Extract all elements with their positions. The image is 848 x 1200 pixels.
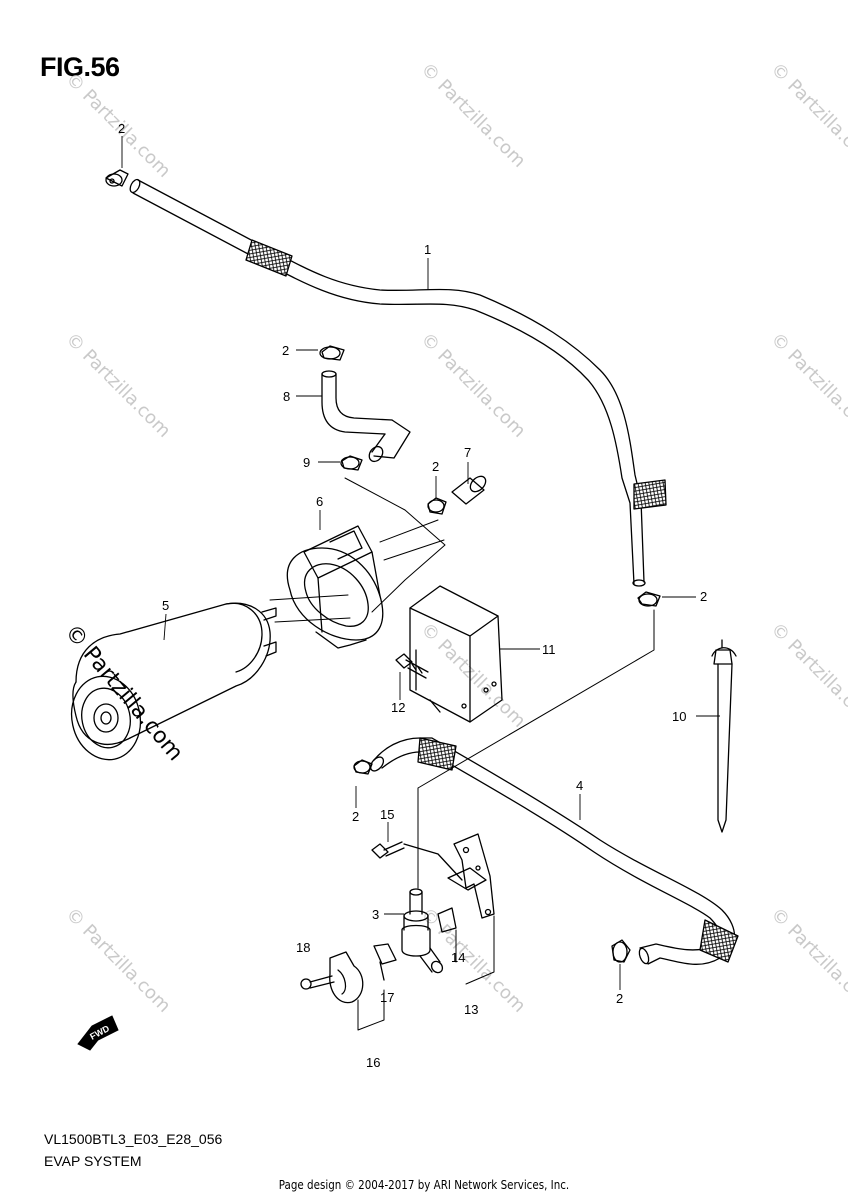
watermark: © Partzilla.com bbox=[61, 329, 174, 442]
watermark-group: © Partzilla.com © Partzilla.com © Partzi… bbox=[59, 59, 848, 1017]
cover-part-11 bbox=[409, 585, 503, 723]
leader-line bbox=[357, 989, 385, 1031]
bracket-part-6 bbox=[286, 525, 384, 649]
screw-part-18 bbox=[300, 975, 335, 990]
watermark: © Partzilla.com bbox=[766, 619, 848, 732]
watermark-large: © Partzilla.com bbox=[59, 620, 187, 766]
tie-strap-part-10 bbox=[711, 639, 737, 833]
hose-part-1 bbox=[129, 178, 667, 587]
callout-2: 2 bbox=[118, 121, 125, 136]
callout-2: 2 bbox=[282, 343, 289, 358]
bracket-part-13 bbox=[447, 833, 495, 919]
watermark: © Partzilla.com bbox=[416, 904, 529, 1017]
callout-2: 2 bbox=[700, 589, 707, 604]
hose-part-7 bbox=[451, 475, 487, 505]
watermark: © Partzilla.com bbox=[766, 904, 848, 1017]
callouts: 2 1 2 8 9 2 7 6 5 2 11 12 10 4 2 15 3 18… bbox=[118, 121, 707, 1070]
clamp-part-16 bbox=[329, 951, 364, 1004]
leader-line bbox=[465, 915, 495, 985]
canister-part-5 bbox=[70, 602, 277, 761]
bolt-part-15 bbox=[371, 841, 463, 881]
callout-2: 2 bbox=[616, 991, 623, 1006]
assembly-guide-lines bbox=[269, 477, 446, 623]
forward-direction-icon: FWD bbox=[77, 1015, 119, 1051]
callout-10: 10 bbox=[672, 709, 686, 724]
callout-leaders bbox=[121, 136, 720, 990]
hose-clip bbox=[353, 759, 373, 775]
watermark: © Partzilla.com bbox=[416, 619, 529, 732]
drawing-name: EVAP SYSTEM bbox=[44, 1153, 142, 1169]
callout-3: 3 bbox=[372, 907, 379, 922]
callout-4: 4 bbox=[576, 778, 583, 793]
valve-part-3 bbox=[401, 888, 444, 974]
callout-16: 16 bbox=[366, 1055, 380, 1070]
clip-part-17 bbox=[373, 943, 397, 981]
callout-17: 17 bbox=[380, 990, 394, 1005]
hose-clip bbox=[319, 345, 345, 361]
clip-part-9 bbox=[340, 455, 363, 471]
watermark: © Partzilla.com bbox=[766, 59, 848, 172]
callout-12: 12 bbox=[391, 700, 405, 715]
watermark: © Partzilla.com bbox=[61, 904, 174, 1017]
callout-2: 2 bbox=[432, 459, 439, 474]
callout-18: 18 bbox=[296, 940, 310, 955]
watermark: © Partzilla.com bbox=[416, 329, 529, 442]
hose-clip bbox=[427, 497, 447, 515]
callout-6: 6 bbox=[316, 494, 323, 509]
hose-part-4 bbox=[369, 737, 739, 965]
page-footer: Page design © 2004-2017 by ARI Network S… bbox=[278, 1178, 570, 1192]
bolt-part-12 bbox=[395, 653, 429, 679]
clip-part-14 bbox=[437, 907, 457, 933]
callout-5: 5 bbox=[162, 598, 169, 613]
hose-clip bbox=[611, 939, 631, 963]
callout-15: 15 bbox=[380, 807, 394, 822]
hose-clip-top bbox=[105, 169, 129, 187]
callout-11: 11 bbox=[542, 642, 556, 657]
hose-clip bbox=[637, 591, 661, 607]
callout-8: 8 bbox=[283, 389, 290, 404]
watermark: © Partzilla.com bbox=[416, 59, 529, 172]
hose-part-8 bbox=[321, 370, 411, 463]
callout-9: 9 bbox=[303, 455, 310, 470]
callout-13: 13 bbox=[464, 1002, 478, 1017]
watermark: © Partzilla.com bbox=[766, 329, 848, 442]
callout-2: 2 bbox=[352, 809, 359, 824]
callout-1: 1 bbox=[424, 242, 431, 257]
leader-line bbox=[417, 609, 655, 889]
callout-14: 14 bbox=[451, 950, 465, 965]
callout-7: 7 bbox=[464, 445, 471, 460]
figure-title: FIG.56 bbox=[40, 52, 120, 82]
drawing-code: VL1500BTL3_E03_E28_056 bbox=[44, 1131, 223, 1147]
